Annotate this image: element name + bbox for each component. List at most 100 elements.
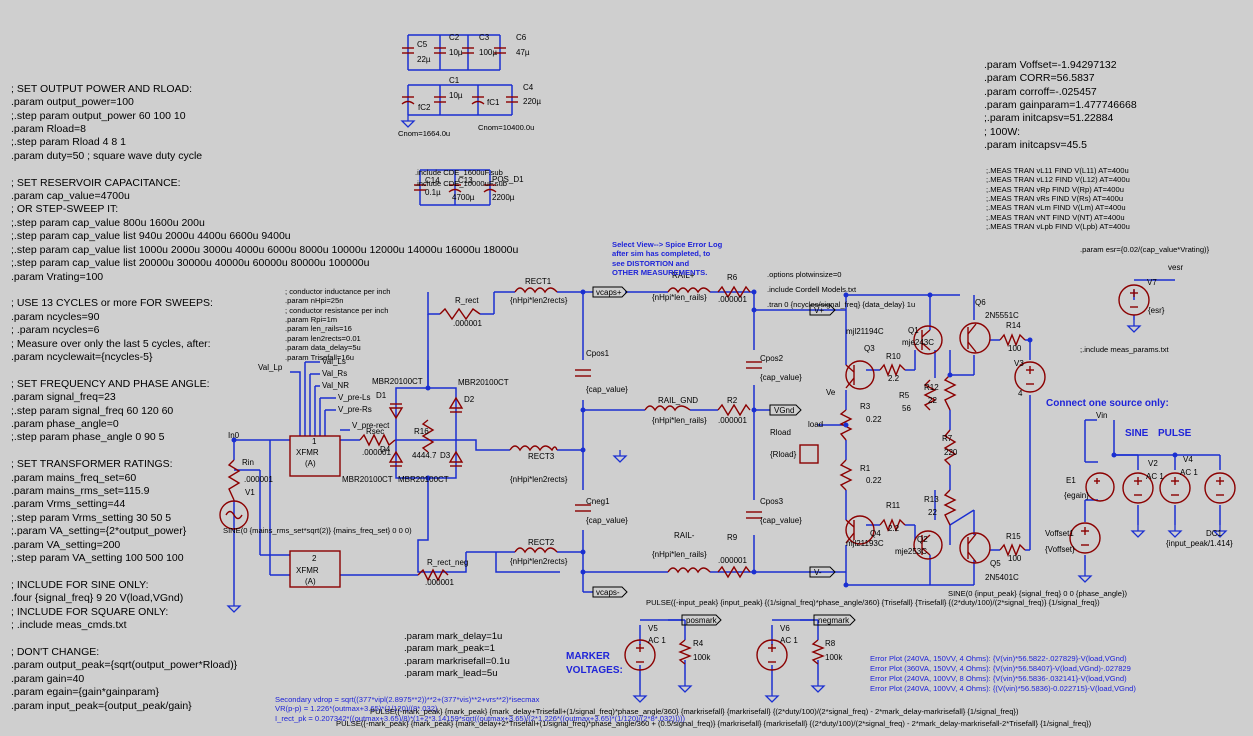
label-r11v: 2.2 bbox=[888, 524, 900, 533]
option-line: .tran 0 {ncycles/signal_freq} {data_dela… bbox=[767, 300, 916, 309]
directive-line: ; INCLUDE FOR SINE ONLY: bbox=[11, 578, 149, 591]
label-cneg1: Cneg1 bbox=[586, 497, 610, 506]
capacitor-c1 bbox=[434, 96, 446, 103]
label-e1v: {egain} bbox=[1064, 491, 1089, 500]
label-c1v: 10µ bbox=[449, 91, 463, 100]
label-r8v: 100k bbox=[825, 653, 843, 662]
source-voffset1 bbox=[1069, 522, 1101, 554]
label-rect2: RECT2 bbox=[528, 538, 555, 547]
label-v-prers: V_pre-Rs bbox=[338, 405, 372, 414]
label-v5v: AC 1 bbox=[648, 636, 666, 645]
label-r16: R16 bbox=[414, 427, 429, 436]
meas-line: ;.MEAS TRAN vLpb FIND V(Lpb) AT=400u bbox=[986, 222, 1130, 232]
resistor-rsec bbox=[359, 433, 396, 447]
param-line: .param gainparam=1.477746668 bbox=[984, 99, 1137, 112]
label-v3: V3 bbox=[1014, 359, 1024, 368]
conductor-line: .param len_rails=16 bbox=[285, 324, 352, 334]
resistor-r4 bbox=[678, 639, 692, 665]
resistor-r2 bbox=[717, 403, 751, 417]
resistor-r6 bbox=[717, 285, 751, 299]
directive-line: ; USE 13 CYCLES or more FOR SWEEPS: bbox=[11, 297, 213, 310]
label-cpos3v: {cap_value} bbox=[760, 516, 802, 525]
directive-line: ; .include meas_cmds.txt bbox=[11, 619, 127, 632]
option-line: .options plotwinsize=0 bbox=[767, 270, 842, 279]
meas-commands: ;.MEAS TRAN vL11 FIND V(L11) AT=400u;.ME… bbox=[986, 147, 1130, 241]
directive-line: ;.step param Rload 4 8 1 bbox=[11, 136, 126, 149]
source-v2 bbox=[1122, 472, 1154, 504]
label-c14: C14 bbox=[425, 176, 440, 185]
error-plots: Error Plot (240VA, 150VV, 4 Ohms): {V(vi… bbox=[870, 634, 1136, 704]
label-rect2v: {nHpi*len2rects} bbox=[510, 557, 568, 566]
resistor-r14 bbox=[999, 333, 1026, 347]
resistor-r1 bbox=[839, 459, 853, 491]
label-val-ls: Val_Ls bbox=[322, 357, 346, 366]
label-c2v: 10µ bbox=[449, 48, 463, 57]
param-line: .param initcapsv=45.5 bbox=[984, 139, 1088, 152]
label-c6v: 47µ bbox=[516, 48, 530, 57]
flag-vgnd bbox=[769, 404, 802, 416]
label-ve: Ve bbox=[826, 388, 836, 397]
transistor-q3 bbox=[845, 360, 875, 390]
label-mbr2: MBR20100CT bbox=[458, 378, 509, 387]
transistor-q1 bbox=[913, 325, 943, 355]
flag-vcaps-minus bbox=[592, 586, 628, 598]
transistor-q4 bbox=[845, 515, 875, 545]
cnom-right: Cnom=10400.0u bbox=[478, 123, 535, 132]
label-q3v: mjl21194C bbox=[846, 327, 884, 336]
label-r7v: 220 bbox=[944, 448, 958, 457]
directive-line: ;.step param cap_value list 940u 2000u 4… bbox=[11, 230, 291, 243]
label-c13: C13 bbox=[458, 176, 473, 185]
label-r10v: 2.2 bbox=[888, 374, 900, 383]
label-c4v: 220µ bbox=[523, 97, 541, 106]
label-v5: V5 bbox=[648, 624, 658, 633]
resistor-r-rect-neg bbox=[417, 568, 449, 582]
note-line: after sim has completed, to bbox=[612, 249, 711, 259]
label-dc1v: {input_peak/1.414} bbox=[1166, 539, 1233, 548]
label-v7: V7 bbox=[1147, 278, 1157, 287]
marker-param-line: .param markrisefall=0.1u bbox=[404, 655, 510, 667]
components[interactable] bbox=[219, 47, 1236, 671]
diode-d2 bbox=[448, 396, 464, 413]
directive-line: ; DON'T CHANGE: bbox=[11, 645, 100, 658]
label-v-plus: V+ bbox=[814, 306, 824, 315]
label-r10: R10 bbox=[886, 352, 901, 361]
label-e1: E1 bbox=[1066, 476, 1076, 485]
directive-line: .param mains_rms_set=115.9 bbox=[11, 485, 150, 497]
directive-line: ;.step param VA_setting 100 500 100 bbox=[11, 552, 184, 565]
label-val-nr: Val_NR bbox=[322, 381, 349, 390]
capacitor-cneg1 bbox=[575, 504, 591, 512]
label-rsec: Rsec bbox=[366, 427, 384, 436]
label-c3: C3 bbox=[479, 33, 490, 42]
top-right-params: .param Voffset=-1.94297132.param CORR=56… bbox=[984, 32, 1137, 166]
label-rect3v: {nHpi*len2rects} bbox=[510, 475, 568, 484]
pulse-posmark: PULSE({-mark_peak} {mark_peak} {mark_del… bbox=[370, 707, 1019, 716]
label-railp: RAIL+ bbox=[672, 271, 695, 280]
label-rin: Rin bbox=[242, 458, 254, 467]
directive-line: ; SET TRANSFORMER RATINGS: bbox=[11, 458, 173, 471]
label-dc1: DC1 bbox=[1206, 529, 1223, 538]
label-r15v: 100 bbox=[1008, 554, 1022, 563]
pulse-input: PULSE({-input_peak} {input_peak} {(1/sig… bbox=[646, 598, 1100, 607]
directive-line: .param ncycles=90 bbox=[11, 310, 100, 323]
diode-d3 bbox=[448, 450, 464, 467]
label-val-rs: Val_Rs bbox=[322, 369, 347, 378]
label-q6: Q6 bbox=[975, 298, 986, 307]
label-xfmr1a: (A) bbox=[305, 459, 316, 468]
label-vesr: vesr bbox=[1168, 263, 1183, 272]
label-r6: R6 bbox=[727, 273, 738, 282]
label-v3v: 4 bbox=[1018, 389, 1023, 398]
inductor-rect1 bbox=[514, 287, 558, 294]
resistor-r5 bbox=[923, 379, 937, 411]
label-v-prerect: V_pre-rect bbox=[352, 421, 390, 430]
label-fc2: fC2 bbox=[418, 103, 431, 112]
label-d4: D4 bbox=[380, 445, 391, 454]
capacitor-fc1 bbox=[471, 96, 485, 105]
label-posmark: posmark bbox=[686, 616, 718, 625]
marker-param-line: .param mark_peak=1 bbox=[404, 643, 495, 655]
label-c4: C4 bbox=[523, 83, 534, 92]
diode-d1 bbox=[388, 403, 404, 420]
source-v5 bbox=[624, 639, 656, 671]
formula-line: VR(p-p) = 1.226*(outmax+3.65)*(1/120)/(8… bbox=[275, 704, 438, 714]
label-r6v: .000001 bbox=[718, 295, 747, 304]
